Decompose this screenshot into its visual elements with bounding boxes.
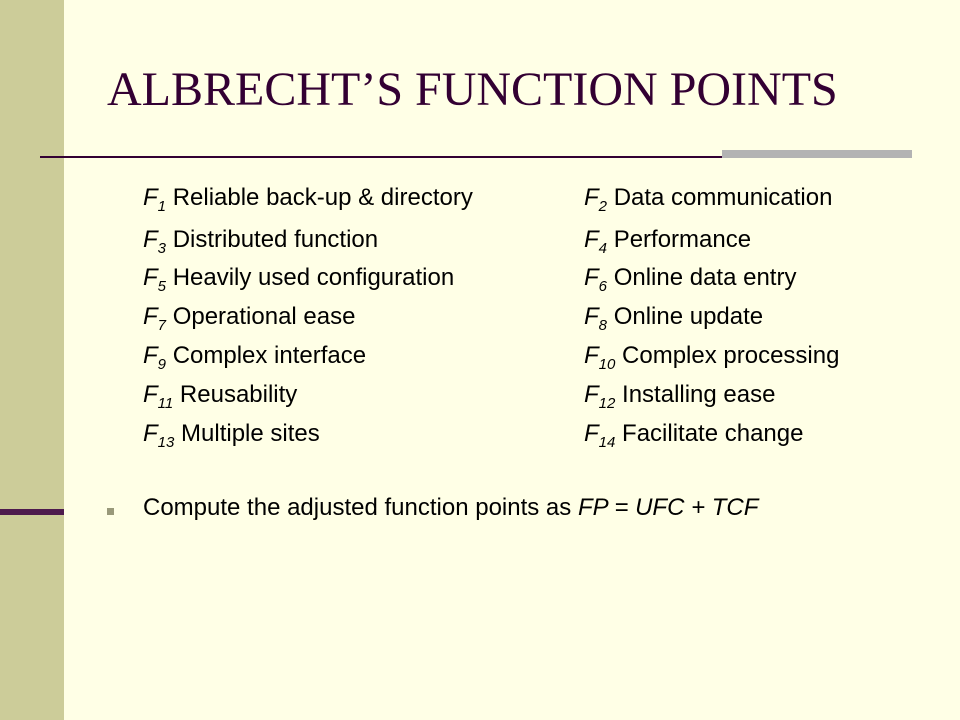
factor-symbol: F — [584, 381, 599, 408]
factor-symbol: F — [584, 264, 599, 291]
factor-item: F6 Online data entry — [584, 264, 797, 295]
factor-label: Installing ease — [622, 381, 776, 408]
factor-label: Online data entry — [613, 264, 797, 291]
factor-symbol: F — [584, 226, 599, 253]
factor-label: Reliable back-up & directory — [172, 184, 473, 211]
factor-label: Facilitate change — [622, 420, 804, 447]
factor-subscript: 10 — [598, 356, 616, 373]
factor-subscript: 1 — [157, 198, 167, 215]
factor-subscript: 6 — [598, 278, 608, 295]
factor-label: Performance — [613, 226, 752, 253]
factor-symbol: F — [584, 420, 599, 447]
factor-subscript: 9 — [157, 356, 167, 373]
factor-subscript: 2 — [598, 198, 608, 215]
title-underline — [40, 156, 912, 158]
factor-item: F10 Complex processing — [584, 342, 840, 373]
factor-subscript: 3 — [157, 240, 167, 257]
title-underline-accent — [722, 150, 912, 158]
factor-item: F7 Operational ease — [143, 303, 356, 334]
factor-symbol: F — [143, 184, 158, 211]
factor-symbol: F — [143, 342, 158, 369]
factor-subscript: 4 — [598, 240, 608, 257]
factor-label: Heavily used configuration — [172, 264, 455, 291]
factor-item: F3 Distributed function — [143, 226, 379, 257]
factor-subscript: 8 — [598, 317, 608, 334]
factor-symbol: F — [143, 303, 158, 330]
factor-subscript: 7 — [157, 317, 167, 334]
factor-item: F2 Data communication — [584, 184, 833, 215]
factor-symbol: F — [143, 381, 158, 408]
sidebar-accent-line — [0, 509, 64, 515]
factor-label: Complex processing — [622, 342, 840, 369]
bullet-text: Compute the adjusted function points as … — [143, 496, 758, 520]
factor-label: Complex interface — [172, 342, 367, 369]
factor-label: Online update — [613, 303, 764, 330]
factor-subscript: 12 — [598, 395, 616, 412]
factor-item: F8 Online update — [584, 303, 764, 334]
slide-title: ALBRECHT’S FUNCTION POINTS — [107, 63, 838, 116]
factor-symbol: F — [584, 184, 599, 211]
factor-item: F4 Performance — [584, 226, 752, 257]
factor-subscript: 5 — [157, 278, 167, 295]
factor-symbol: F — [143, 420, 158, 447]
left-sidebar-bar — [0, 0, 64, 720]
factor-subscript: 14 — [598, 434, 616, 451]
factor-label: Multiple sites — [181, 420, 320, 447]
factor-item: F5 Heavily used configuration — [143, 264, 455, 295]
factor-symbol: F — [143, 226, 158, 253]
factor-label: Operational ease — [172, 303, 356, 330]
factor-subscript: 13 — [157, 434, 175, 451]
factor-label: Distributed function — [172, 226, 379, 253]
factor-label: Reusability — [179, 381, 298, 408]
factor-subscript: 11 — [157, 395, 174, 412]
formula: FP = UFC + TCF — [577, 494, 759, 521]
factor-item: F12 Installing ease — [584, 381, 776, 412]
factor-item: F13 Multiple sites — [143, 420, 320, 451]
factor-item: F11 Reusability — [143, 381, 298, 412]
factor-label: Data communication — [613, 184, 833, 211]
factor-item: F9 Complex interface — [143, 342, 367, 373]
factor-item: F1 Reliable back-up & directory — [143, 184, 473, 215]
factor-symbol: F — [584, 342, 599, 369]
factor-symbol: F — [584, 303, 599, 330]
factor-item: F14 Facilitate change — [584, 420, 804, 451]
bullet-text-body: Compute the adjusted function points as — [143, 494, 578, 521]
factor-symbol: F — [143, 264, 158, 291]
bullet-square-icon — [107, 508, 114, 515]
